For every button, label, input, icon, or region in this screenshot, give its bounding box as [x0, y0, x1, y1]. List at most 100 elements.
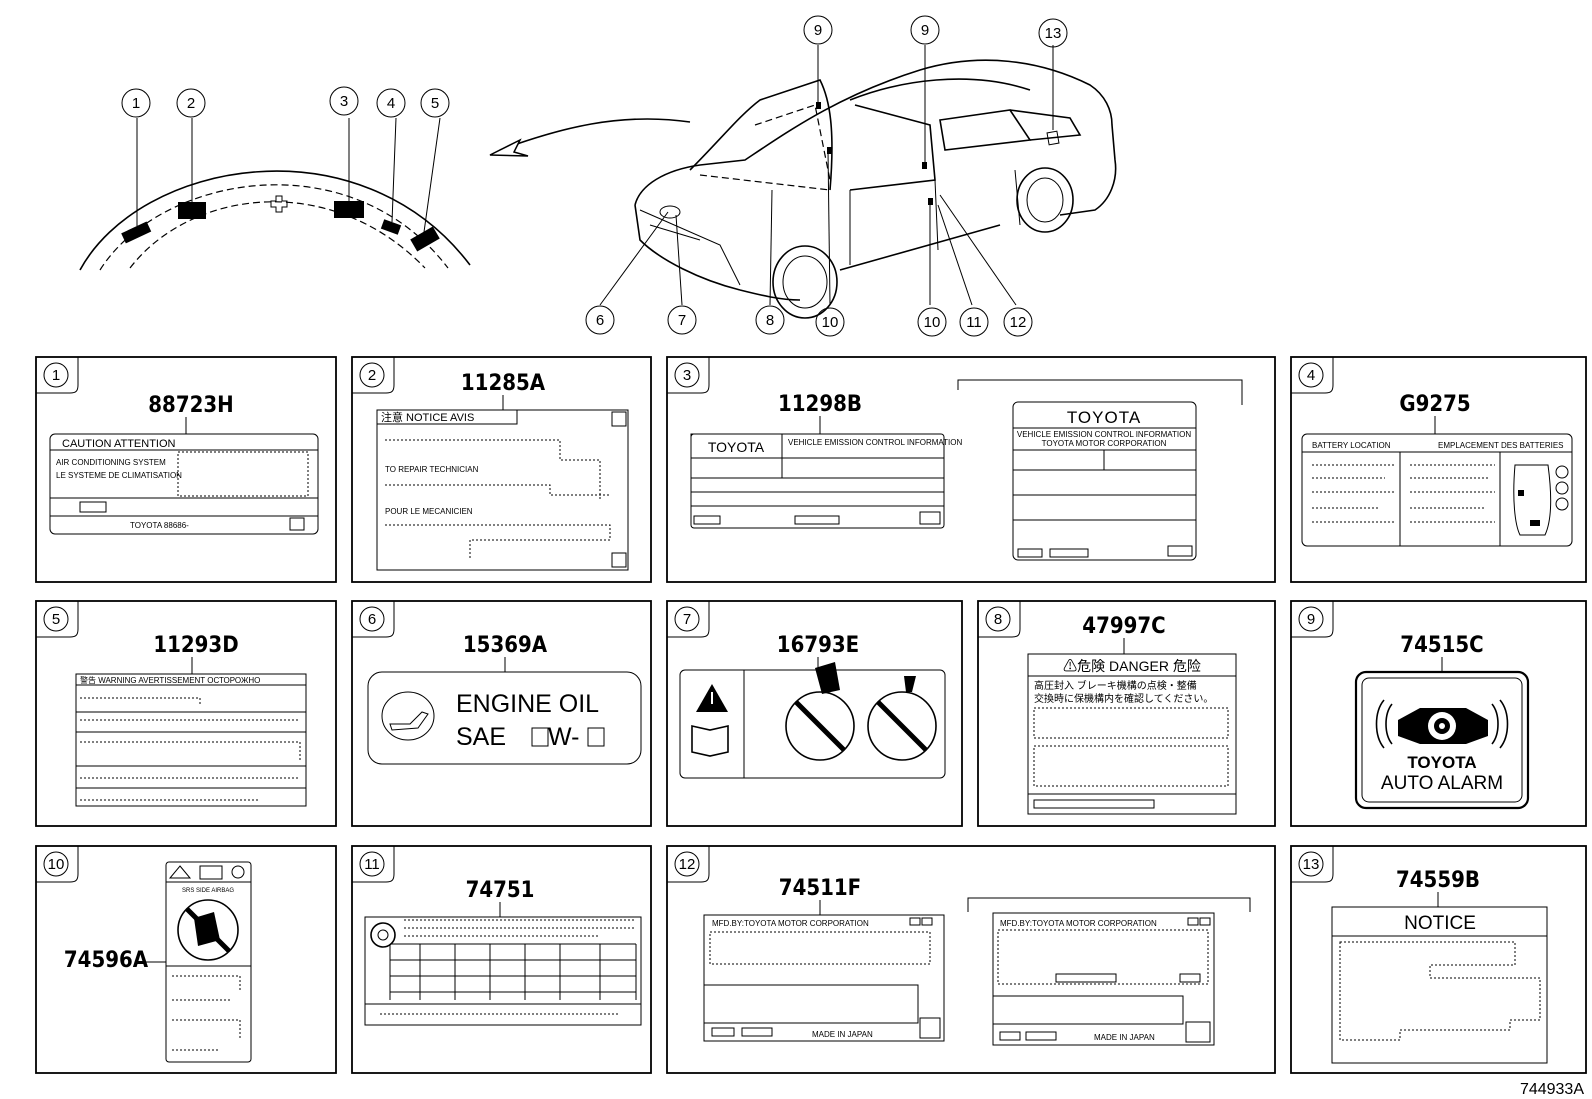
manual-book-icon — [691, 725, 729, 757]
callout-3: 3 — [329, 86, 359, 116]
svg-text:9: 9 — [1307, 611, 1315, 628]
svg-text:4: 4 — [1307, 367, 1315, 384]
part-number-7: 16793E — [777, 633, 859, 658]
svg-text:MFD.BY:TOYOTA MOTOR CORPORATIO: MFD.BY:TOYOTA MOTOR CORPORATION — [712, 919, 869, 928]
part-number-6: 15369A — [463, 633, 548, 658]
center-mark-icon — [270, 195, 288, 213]
svg-text:ENGINE OIL: ENGINE OIL — [456, 690, 599, 718]
part-number-5: 11293D — [153, 633, 238, 658]
svg-text:W-: W- — [548, 723, 579, 751]
label-panel-2: 11285A 注意 NOTICE AVIS TO REPAIR TECHNICI… — [376, 371, 629, 571]
svg-text:CAUTION ATTENTION: CAUTION ATTENTION — [62, 438, 176, 450]
svg-text:9: 9 — [921, 22, 929, 39]
svg-text:13: 13 — [1303, 856, 1320, 873]
no-child-seat-icon — [177, 899, 239, 961]
svg-text:TOYOTA: TOYOTA — [1407, 753, 1476, 772]
callout-10b: 10 — [917, 307, 947, 337]
svg-text:3: 3 — [683, 367, 691, 384]
label-panel-3: 11298B TOYOTA VEHICLE EMISSION CONTROL I… — [690, 379, 1243, 561]
tire-icon — [370, 922, 396, 948]
oil-can-icon — [389, 711, 429, 731]
part-number-12: 74511F — [779, 876, 861, 901]
part-number-3: 11298B — [778, 392, 862, 417]
callout-4: 4 — [376, 88, 406, 118]
svg-text:5: 5 — [52, 611, 60, 628]
panel-frames — [35, 356, 1587, 1074]
no-fan-touch-icon — [785, 691, 855, 761]
svg-text:EMPLACEMENT DES BATTERIES: EMPLACEMENT DES BATTERIES — [1438, 441, 1564, 450]
svg-text:13: 13 — [1045, 25, 1062, 42]
svg-text:2: 2 — [187, 95, 195, 112]
svg-text:SAE: SAE — [456, 723, 506, 751]
label-panel-7: 16793E — [679, 633, 946, 779]
callout-9a: 9 — [803, 15, 833, 45]
part-number-11: 74751 — [466, 878, 535, 903]
label-panel-12: 74511F MFD.BY:TOYOTA MOTOR CORPORATION M… — [703, 876, 1251, 1046]
callout-8: 8 — [755, 305, 785, 335]
label-mark-1 — [121, 221, 152, 244]
svg-text:6: 6 — [596, 312, 604, 329]
svg-text:12: 12 — [679, 856, 696, 873]
no-spray-icon — [867, 691, 937, 761]
svg-text:12: 12 — [1010, 314, 1027, 331]
part-number-13: 74559B — [1396, 868, 1480, 893]
svg-text:BATTERY LOCATION: BATTERY LOCATION — [1312, 441, 1391, 450]
diagram-id: 744933A — [1520, 1081, 1584, 1098]
callout-7: 7 — [667, 305, 697, 335]
svg-text:8: 8 — [994, 611, 1002, 628]
warning-icon — [168, 865, 192, 879]
svg-text:MADE IN JAPAN: MADE IN JAPAN — [1094, 1033, 1155, 1042]
svg-text:POUR LE MECANICIEN: POUR LE MECANICIEN — [385, 507, 473, 516]
label-panel-13: 74559B NOTICE — [1331, 868, 1548, 1064]
hood-underside-view — [79, 117, 471, 271]
label-panel-5: 11293D 警告 WARNING AVERTISSEMENT ОСТОРОЖН… — [75, 633, 307, 807]
svg-text:5: 5 — [431, 95, 439, 112]
part-number-1: 88723H — [148, 393, 233, 418]
label-panel-9: 74515C TOYOTA AUTO ALARM — [1354, 633, 1530, 810]
svg-text:10: 10 — [48, 856, 65, 873]
label-panel-11: 74751 — [364, 878, 642, 1026]
svg-text:11: 11 — [966, 314, 982, 331]
part-number-9: 74515C — [1400, 633, 1483, 658]
callout-1: 1 — [121, 88, 151, 118]
label-panel-6: 15369A ENGINE OIL SAE W- — [367, 633, 642, 765]
part-number-10: 74596A — [64, 948, 149, 973]
callout-11: 11 — [959, 307, 989, 337]
svg-text:9: 9 — [814, 22, 822, 39]
label-mark-3 — [334, 201, 364, 218]
svg-text:⚠危険 DANGER 危险: ⚠危険 DANGER 危险 — [1063, 658, 1201, 674]
part-number-2: 11285A — [461, 371, 546, 396]
part-number-4: G9275 — [1399, 392, 1470, 417]
svg-text:1: 1 — [132, 95, 140, 112]
callout-10a: 10 — [815, 307, 845, 337]
svg-text:3: 3 — [340, 93, 348, 110]
svg-text:高圧封入 ブレーキ機構の点検・整備: 高圧封入 ブレーキ機構の点検・整備 — [1034, 679, 1197, 692]
svg-text:MADE IN JAPAN: MADE IN JAPAN — [812, 1030, 873, 1039]
svg-text:10: 10 — [822, 314, 839, 331]
svg-text:7: 7 — [678, 312, 686, 329]
callout-13: 13 — [1038, 18, 1068, 48]
svg-text:TOYOTA MOTOR CORPORATION: TOYOTA MOTOR CORPORATION — [1042, 439, 1167, 448]
panel-tabs: 1 2 3 4 5 6 7 8 9 10 11 12 13 — [36, 357, 1334, 883]
svg-text:6: 6 — [368, 611, 376, 628]
callout-6: 6 — [585, 305, 615, 335]
svg-text:8: 8 — [766, 312, 774, 329]
svg-text:1: 1 — [52, 367, 60, 384]
svg-text:4: 4 — [387, 95, 395, 112]
label-panel-8: 47997C ⚠危険 DANGER 危险 高圧封入 ブレーキ機構の点検・整備 交… — [1027, 614, 1237, 815]
svg-text:11: 11 — [364, 856, 380, 873]
svg-text:NOTICE: NOTICE — [1404, 913, 1476, 934]
overview-callouts: 1 2 3 4 5 6 7 8 9 9 10 10 11 12 13 — [121, 15, 1068, 337]
svg-text:警告 WARNING AVERTISSEMENT ОСТОР: 警告 WARNING AVERTISSEMENT ОСТОРОЖНО — [80, 675, 260, 685]
svg-text:AIR CONDITIONING SYSTEM: AIR CONDITIONING SYSTEM — [56, 458, 166, 467]
svg-text:LE SYSTEME DE CLIMATISATION: LE SYSTEME DE CLIMATISATION — [56, 471, 182, 480]
label-panel-1: 88723H CAUTION ATTENTION AIR CONDITIONIN… — [49, 393, 319, 535]
label-mark-4 — [380, 219, 402, 235]
svg-text:AUTO ALARM: AUTO ALARM — [1381, 773, 1503, 794]
label-panel-4: G9275 BATTERY LOCATION EMPLACEMENT DES B… — [1301, 392, 1573, 547]
svg-text:2: 2 — [368, 367, 376, 384]
svg-text:10: 10 — [924, 314, 941, 331]
svg-text:TO REPAIR TECHNICIAN: TO REPAIR TECHNICIAN — [385, 465, 479, 474]
svg-text:7: 7 — [683, 611, 691, 628]
callout-12: 12 — [1003, 307, 1033, 337]
